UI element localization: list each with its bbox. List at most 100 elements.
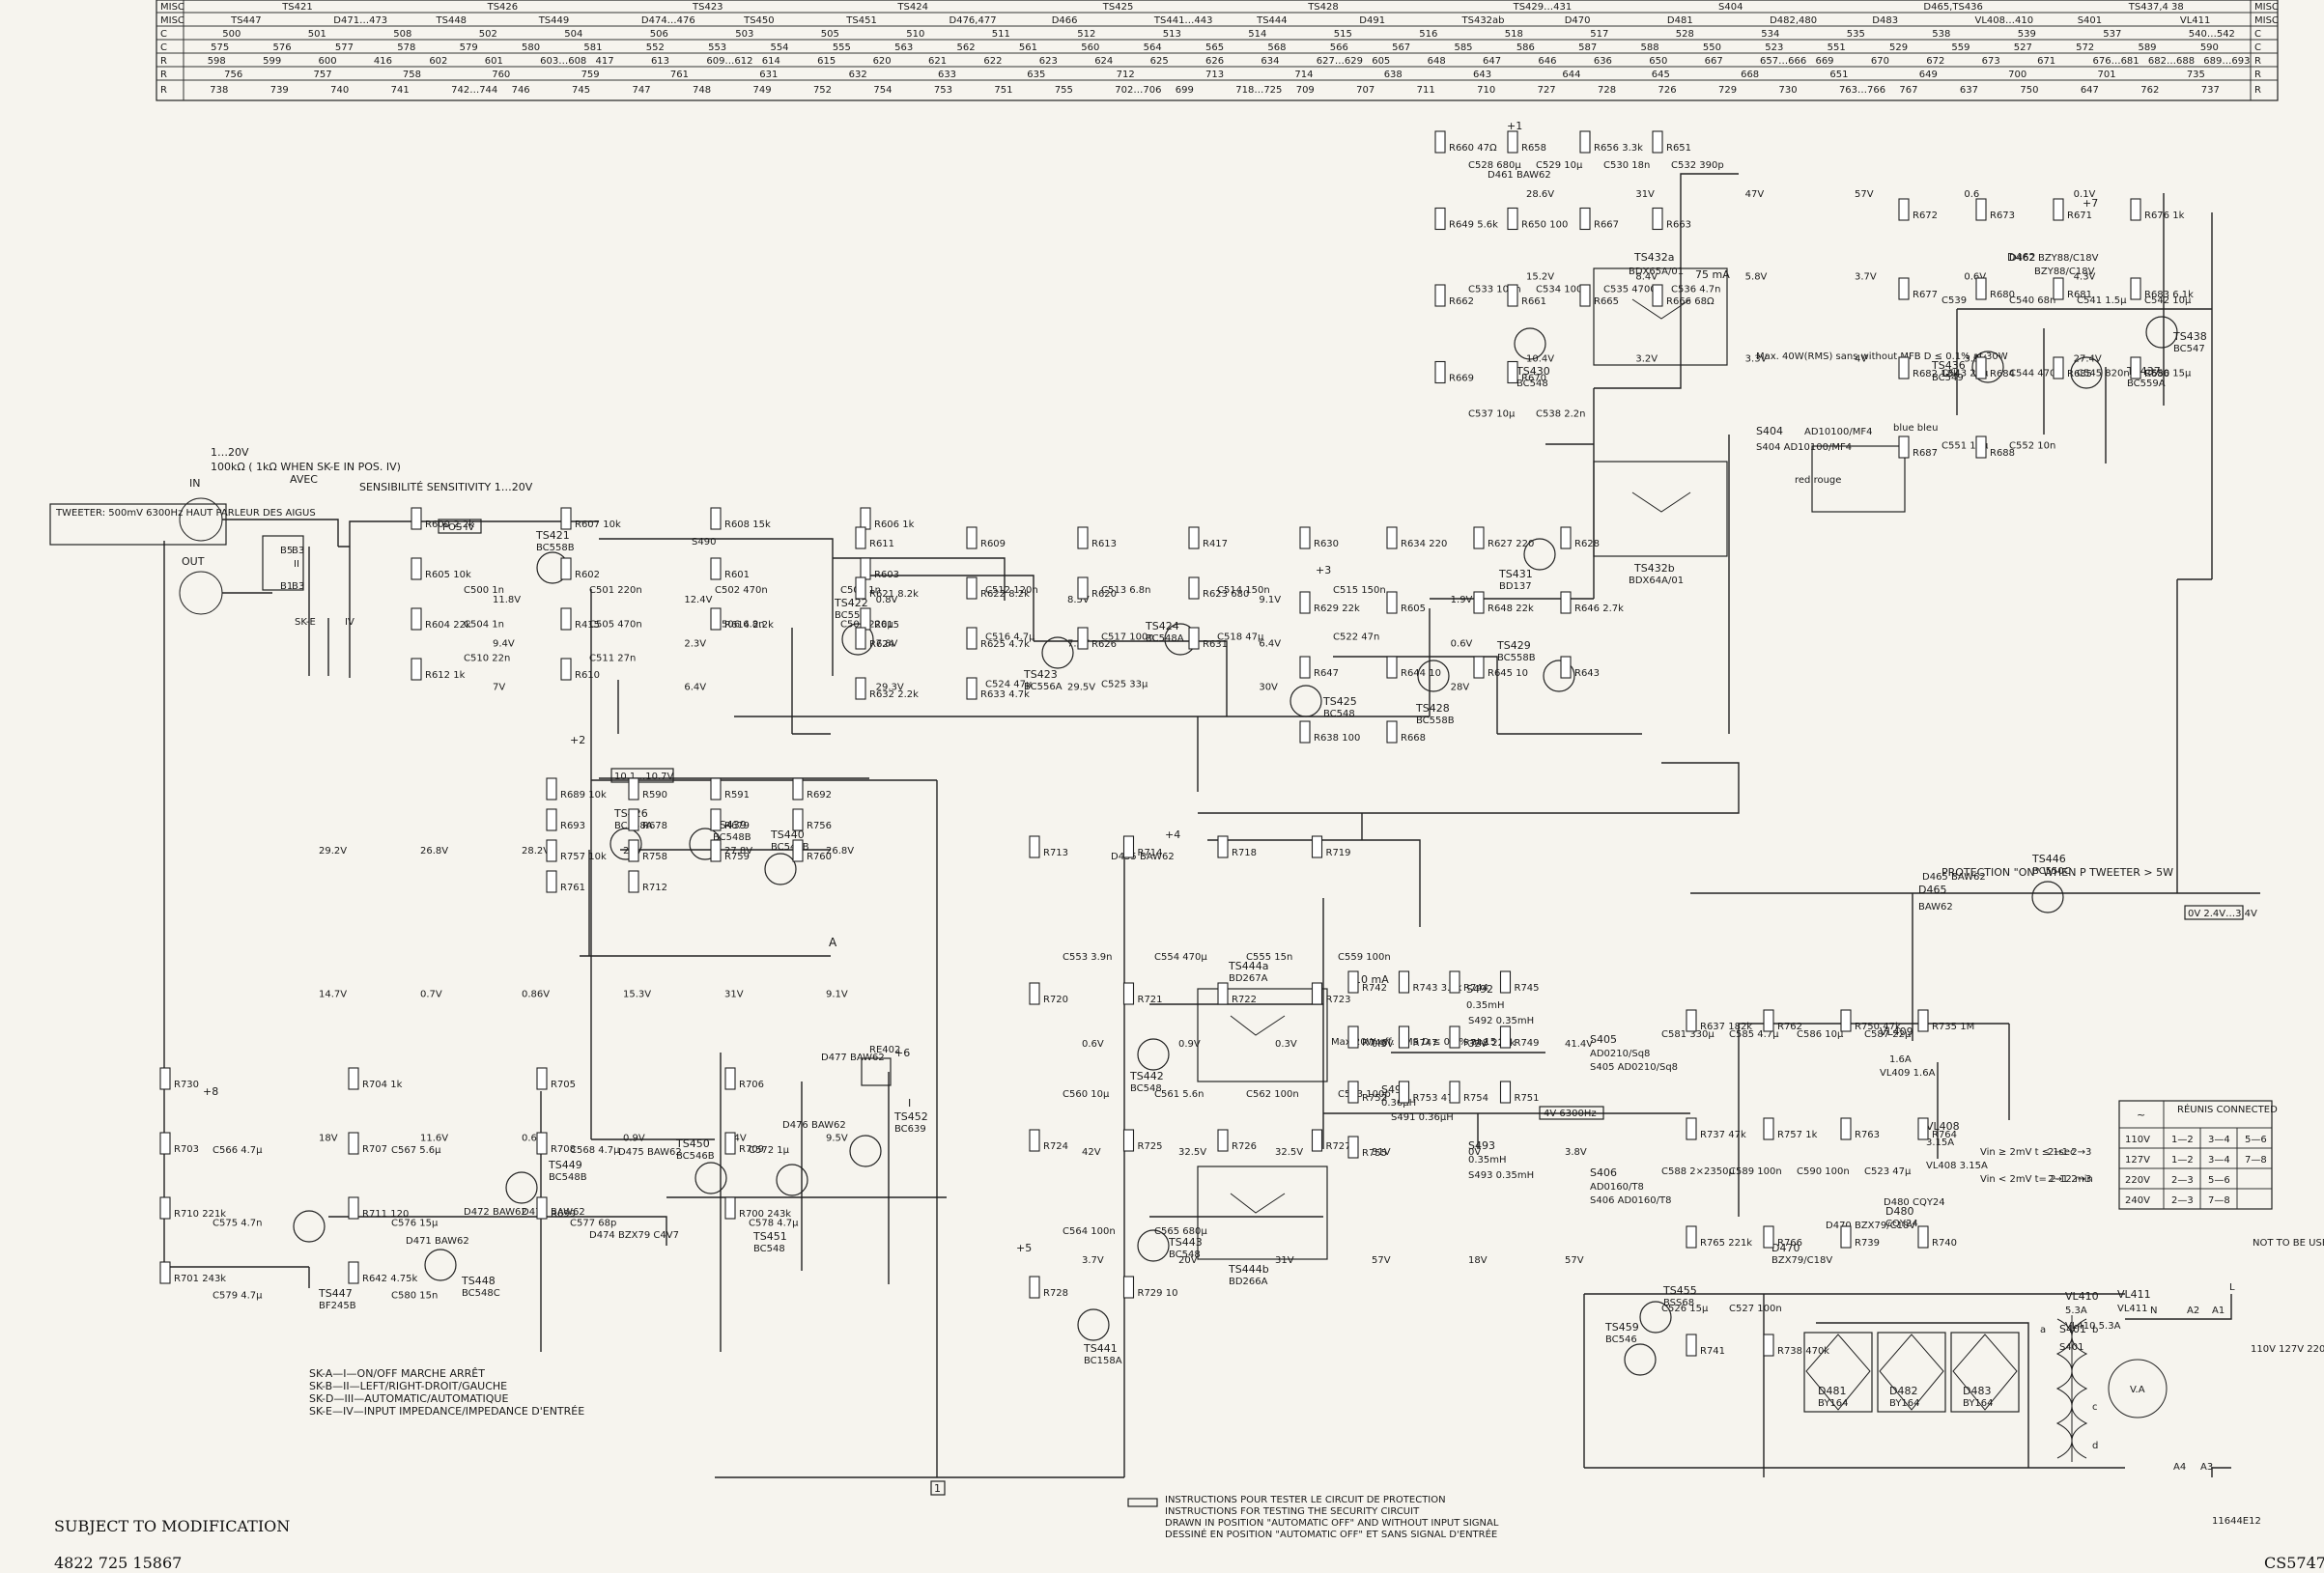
ts448-transistor	[424, 1249, 457, 1281]
table-cell: 529	[1889, 42, 1908, 53]
component-label: 3.3V	[1964, 354, 1986, 365]
table-cell: 645	[1652, 70, 1670, 80]
table-cell: TS448	[436, 15, 468, 26]
component-label: 0.1V	[2074, 189, 2096, 200]
table-cell: TS444	[1256, 15, 1288, 26]
resistor-body	[1686, 1009, 1697, 1032]
svg-text:BDX64A/01: BDX64A/01	[1629, 576, 1684, 586]
table-cell: TS447	[230, 15, 262, 26]
resistor-body	[1917, 1117, 1929, 1140]
component-label: 6.4V	[1259, 638, 1281, 649]
component-label: 3.2V	[1635, 354, 1658, 365]
table-cell: 540…542	[2189, 29, 2235, 40]
component-label: R676 1k	[2144, 211, 2185, 221]
component-label: R747	[1413, 1038, 1438, 1049]
resistor-body	[1898, 277, 1910, 300]
svg-text:BC559A: BC559A	[2127, 379, 2166, 389]
resistor-body	[628, 839, 639, 862]
svg-text:TS448: TS448	[461, 1275, 496, 1287]
svg-text:BAW62: BAW62	[1918, 902, 1953, 913]
component-label: R754	[1463, 1093, 1488, 1104]
svg-text:TS450: TS450	[675, 1138, 710, 1150]
svg-text:B3: B3	[292, 581, 304, 592]
table-cell: 577	[335, 42, 354, 53]
ts441-transistor	[1077, 1308, 1110, 1341]
component-label: R692	[807, 790, 832, 801]
svg-text:D483: D483	[1963, 1385, 1991, 1397]
component-label: R743 3.9k	[1413, 983, 1462, 994]
table-cell: 644	[1562, 70, 1580, 80]
freq-output-note: 4V 6300Hz	[1544, 1109, 1597, 1119]
component-label: C532 390p	[1671, 160, 1724, 171]
component-label: 15.3V	[623, 990, 651, 1000]
sensitivity-note: SENSIBILITÉ SENSITIVITY 1…20V	[359, 481, 533, 493]
diode-label: D462 BZY88/C18V	[2009, 253, 2099, 264]
component-label: 42V	[1082, 1147, 1101, 1158]
table-cell: 550	[1703, 42, 1721, 53]
component-label: R607 10k	[575, 520, 621, 530]
table-cell: TS449	[538, 15, 570, 26]
svg-text:BD267A: BD267A	[1229, 973, 1268, 984]
component-label: C505 470n	[589, 619, 642, 630]
component-label: 12.4V	[684, 595, 712, 605]
resistor-body	[1917, 1225, 1929, 1249]
svg-text:TS421: TS421	[535, 529, 570, 542]
resistor-body	[855, 526, 866, 549]
component-label: 31V	[1275, 1255, 1294, 1266]
table-cell: 752	[813, 85, 832, 96]
table-cell: 528	[1676, 29, 1694, 40]
component-label: R649 5.6k	[1449, 220, 1498, 231]
ma75-label: 75 mA	[1695, 268, 1730, 281]
component-label: C518 47μ	[1217, 632, 1264, 643]
resistor-body	[1029, 1129, 1040, 1152]
misc-component-label: S401	[2059, 1342, 2083, 1353]
component-label: C578 4.7μ	[749, 1218, 799, 1228]
table-cell: 637	[1960, 85, 1978, 96]
part-number: 4822 725 15867	[54, 1554, 182, 1572]
svg-text:VL411: VL411	[2117, 1288, 2151, 1301]
diode-label: D472 BAW62	[464, 1207, 527, 1218]
table-cell: 5—6	[2208, 1175, 2230, 1186]
table-cell: TS423	[692, 2, 723, 13]
resistor-body	[560, 557, 572, 580]
resistor-body	[1473, 591, 1485, 614]
table-cell: 564	[1144, 42, 1162, 53]
resistor-body	[411, 507, 422, 530]
svg-text:TS424: TS424	[1145, 620, 1179, 632]
svg-text:BDX65A/01: BDX65A/01	[1629, 267, 1684, 277]
svg-text:0.35mH: 0.35mH	[1468, 1155, 1507, 1166]
component-label: 29.5V	[1067, 683, 1095, 693]
resistor-body	[1560, 656, 1572, 679]
component-label: C554 470μ	[1154, 952, 1207, 963]
resistor-body	[1077, 627, 1089, 650]
misc-component-label: S490	[692, 537, 716, 548]
svg-text:TS428: TS428	[1415, 702, 1450, 715]
component-label: R706	[739, 1080, 764, 1090]
table-cell: 632	[849, 70, 867, 80]
table-cell: 739	[270, 85, 289, 96]
resistor-body	[1763, 1009, 1774, 1032]
resistor-body	[411, 607, 422, 631]
component-label: 57V	[1372, 1255, 1391, 1266]
table-cell: 749	[752, 85, 771, 96]
resistor-body	[1029, 1276, 1040, 1299]
resistor-body	[1122, 1276, 1135, 1299]
table-row-label: MISC	[2254, 15, 2279, 26]
table-cell: D466	[1052, 15, 1078, 26]
component-label: R726	[1232, 1141, 1257, 1152]
component-label: R764	[1932, 1130, 1957, 1140]
resistor-body	[1188, 576, 1200, 600]
component-label: C586 10μ	[1797, 1029, 1844, 1040]
table-cell: D481	[1667, 15, 1693, 26]
svg-text:2→1 2→3: 2→1 2→3	[2048, 1147, 2091, 1158]
table-cell: 741	[391, 85, 410, 96]
ts437-transistor	[2070, 356, 2103, 389]
resistor-body	[966, 576, 978, 600]
component-label: 10.4V	[1526, 354, 1554, 365]
component-label: 32.5V	[1178, 1147, 1206, 1158]
drawing-number: 11644E12	[2212, 1516, 2261, 1527]
pos-iv-label: POS IV	[442, 522, 474, 533]
table-cell: 572	[2076, 42, 2094, 53]
diode-label: D475 BAW62	[618, 1147, 682, 1158]
